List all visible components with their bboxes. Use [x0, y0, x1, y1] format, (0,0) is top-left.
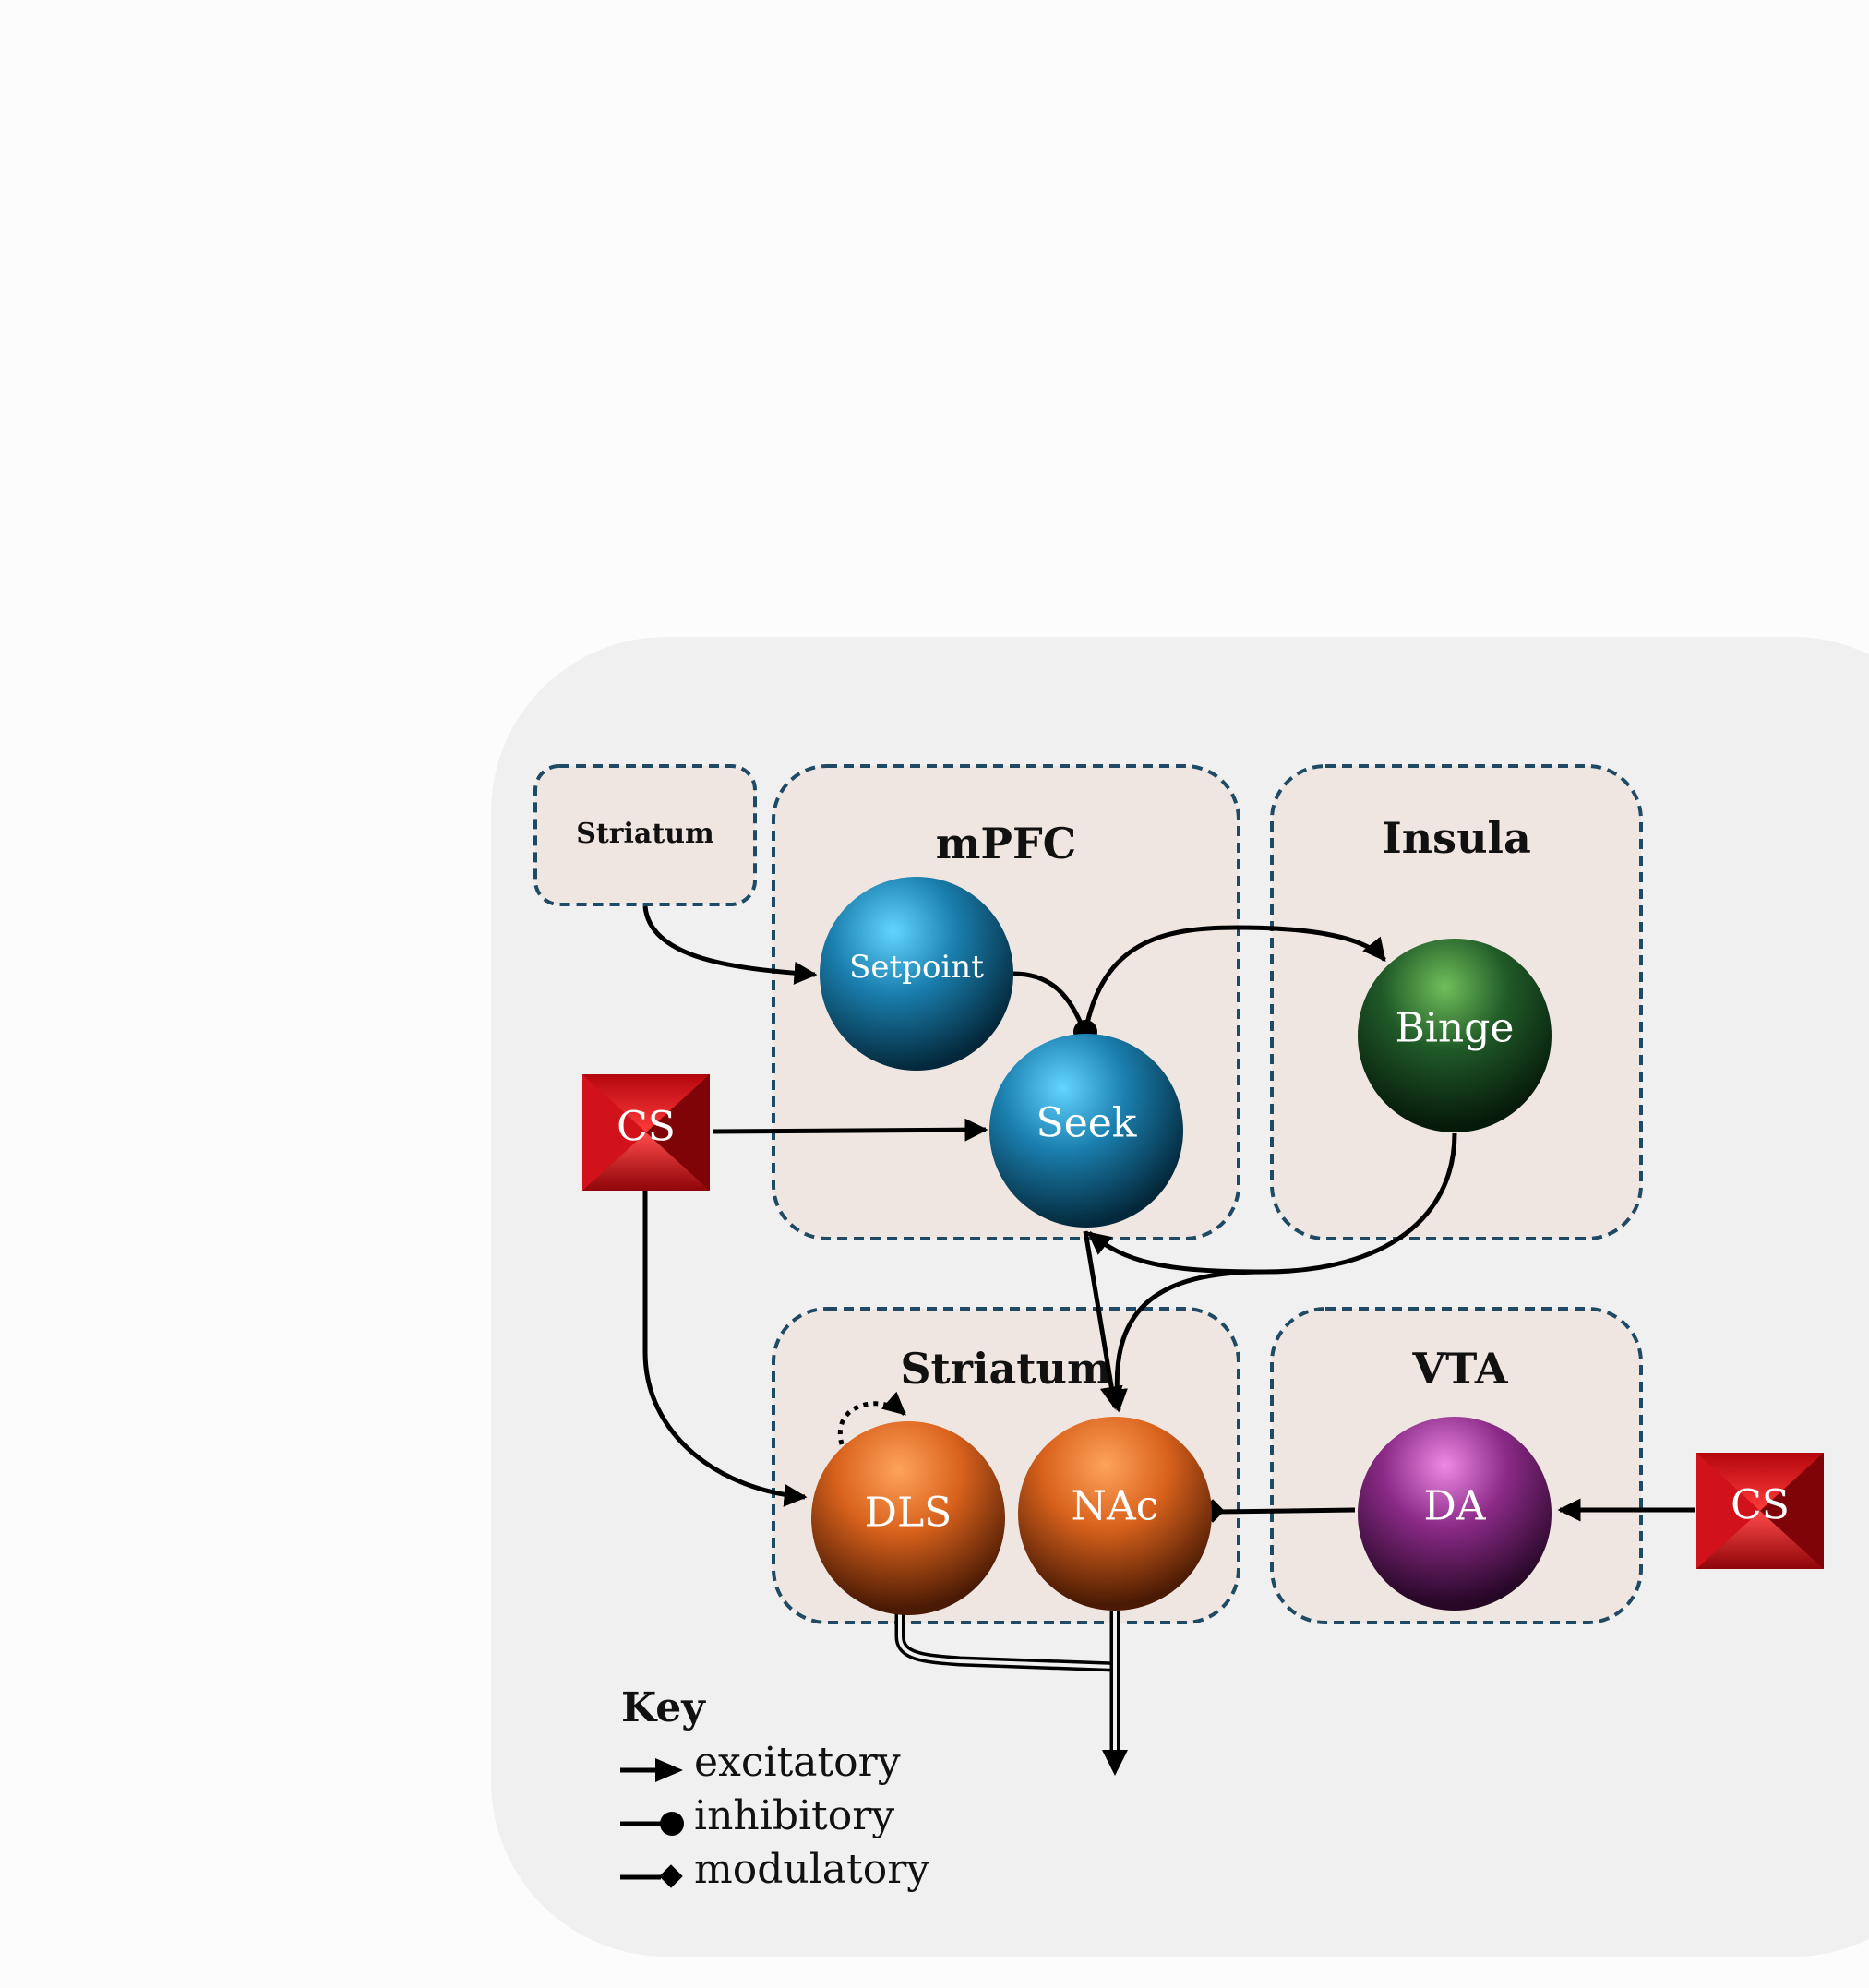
legend-inhibitory-dot-icon	[660, 1812, 684, 1836]
edge-cs-to-dls	[642, 1189, 808, 1507]
node-binge[interactable]: Binge	[1358, 939, 1552, 1132]
legend-excitatory-label: excitatory	[694, 1739, 901, 1786]
edge-seek-to-nac	[1083, 1230, 1123, 1410]
region-label-mpfc: mPFC	[936, 819, 1077, 868]
legend-title: Key	[621, 1684, 706, 1731]
node-seek[interactable]: Seek	[989, 1034, 1183, 1228]
cs-box-right[interactable]: CS	[1696, 1453, 1824, 1569]
output-double-line	[894, 1611, 1128, 1776]
region-striatum-input: Striatum	[533, 764, 757, 906]
node-label-binge: Binge	[1396, 1005, 1515, 1052]
region-label-striatum-input: Striatum	[576, 818, 714, 850]
edge-setpoint-to-seek-inhibitory	[1012, 971, 1087, 1033]
cs-label-left: CS	[617, 1104, 676, 1151]
node-dls[interactable]: DLS	[811, 1421, 1005, 1615]
node-setpoint[interactable]: Setpoint	[820, 877, 1013, 1071]
edge-cs-to-seek	[712, 1118, 988, 1142]
edge-dls-self-loop	[837, 1391, 906, 1445]
node-label-seek: Seek	[1036, 1100, 1137, 1147]
node-label-dls: DLS	[865, 1490, 952, 1537]
edge-seek-to-binge	[1083, 925, 1386, 1033]
legend-modulatory-label: modulatory	[694, 1846, 929, 1893]
edge-binge-to-seek	[1087, 1231, 1265, 1275]
legend-inhibitory-label: inhibitory	[694, 1792, 894, 1839]
cs-box-left[interactable]: CS	[582, 1074, 710, 1191]
node-da[interactable]: DA	[1358, 1417, 1552, 1611]
edge-striatum-to-setpoint	[642, 905, 818, 985]
region-label-insula: Insula	[1382, 813, 1531, 863]
node-label-setpoint: Setpoint	[849, 949, 984, 986]
node-label-nac: NAc	[1072, 1483, 1159, 1530]
node-label-da: DA	[1423, 1483, 1486, 1530]
node-nac[interactable]: NAc	[1018, 1417, 1212, 1611]
legend: Key excitatory inhibitory modulatory	[620, 1684, 929, 1893]
legend-excitatory-arrow-icon	[655, 1758, 683, 1782]
region-label-striatum: Striatum	[900, 1344, 1111, 1394]
region-label-vta: VTA	[1411, 1344, 1508, 1394]
edge-da-to-nac-modulatory	[1217, 1507, 1356, 1515]
cs-label-right: CS	[1731, 1482, 1790, 1529]
